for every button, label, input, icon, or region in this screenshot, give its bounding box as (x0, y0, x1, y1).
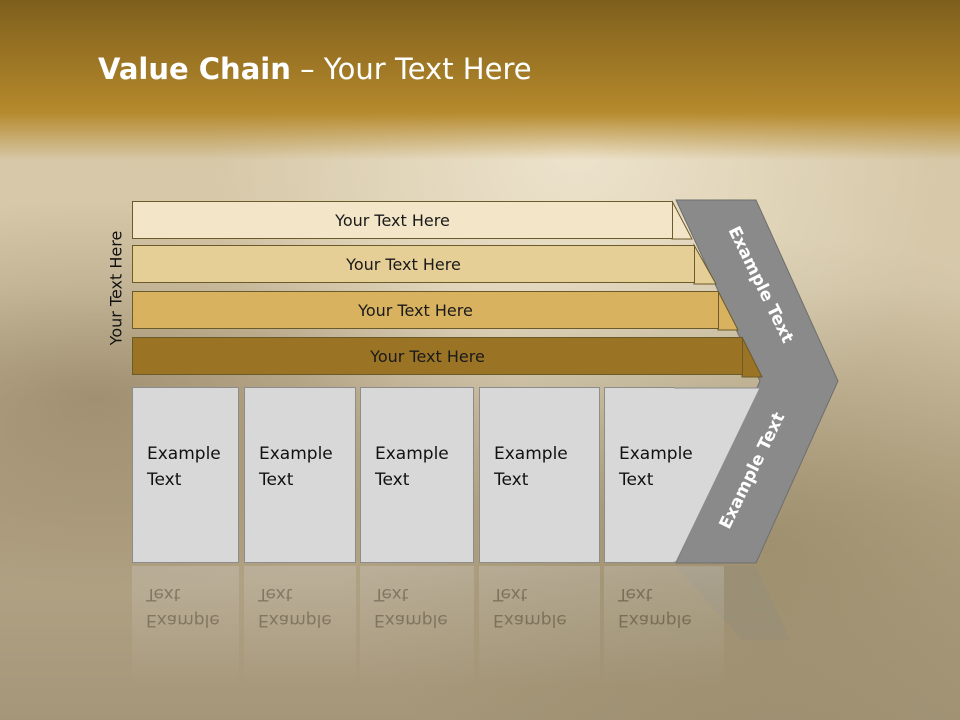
cell-5-reflection-line2: Text (618, 584, 653, 604)
cell-1-reflection: Example Text (132, 566, 239, 686)
title-rest: – Your Text Here (290, 52, 532, 86)
cell-4-line1: Example (494, 444, 568, 464)
cell-2-reflection-line1: Example (258, 610, 332, 630)
cell-2-reflection-line2: Text (258, 584, 293, 604)
cell-3-reflection: Example Text (360, 566, 474, 686)
cell-4-reflection-line1: Example (493, 610, 567, 630)
cell-3-reflection-line2: Text (374, 584, 409, 604)
band-row-1: Your Text Here (132, 201, 673, 239)
cell-2-reflection: Example Text (244, 566, 356, 686)
cell-1-reflection-line1: Example (146, 610, 220, 630)
cell-1-line2: Text (147, 470, 182, 490)
cell-3-reflection-line1: Example (374, 610, 448, 630)
header-band (0, 0, 960, 160)
title-bold: Value Chain (98, 52, 291, 86)
band-row-4: Your Text Here (132, 337, 743, 375)
cell-4-line2: Text (494, 470, 529, 490)
band-row-2: Your Text Here (132, 245, 695, 283)
band-row-1-label: Your Text Here (335, 210, 450, 230)
cell-3-line1: Example (375, 444, 449, 464)
cell-2-line2: Text (259, 470, 294, 490)
slide-title: Value Chain – Your Text Here (98, 52, 532, 86)
band-row-3: Your Text Here (132, 291, 719, 329)
cell-1-line1: Example (147, 444, 221, 464)
cell-1-reflection-line2: Text (146, 584, 181, 604)
cell-5-line2: Text (619, 470, 654, 490)
cell-5-reflection-line1: Example (618, 610, 692, 630)
cell-2-line1: Example (259, 444, 333, 464)
band-row-3-label: Your Text Here (358, 300, 473, 320)
band-row-4-label: Your Text Here (370, 346, 485, 366)
cell-4-reflection: Example Text (479, 566, 600, 686)
cell-3-line2: Text (375, 470, 410, 490)
cell-5-line1: Example (619, 444, 693, 464)
cell-5-reflection: Example Text (604, 566, 724, 686)
value-chain-chevron (675, 199, 839, 564)
band-row-2-label: Your Text Here (346, 254, 461, 274)
cell-4-reflection-line2: Text (493, 584, 528, 604)
